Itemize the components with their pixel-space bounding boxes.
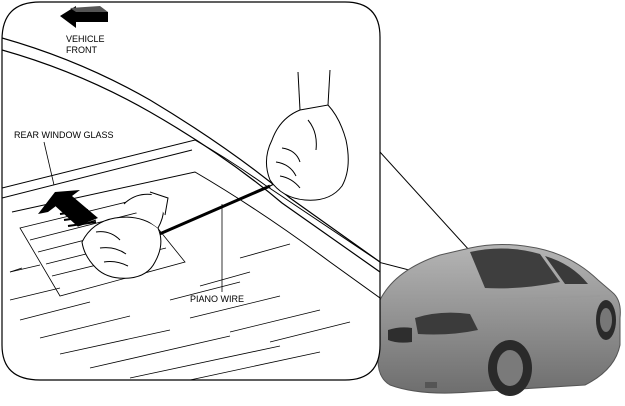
rear-window-glass xyxy=(2,139,380,299)
leader-rear-window-glass xyxy=(43,141,55,186)
label-rear-window-glass: REAR WINDOW GLASS xyxy=(14,130,114,140)
label-piano-wire: PIANO WIRE xyxy=(190,294,244,304)
detail-panel: VEHICLE FRONT REAR WINDOW GLASS PIANO WI… xyxy=(1,1,381,381)
label-vehicle-front-line2: FRONT xyxy=(66,45,97,55)
arrow-left-icon xyxy=(60,6,108,28)
arrow-up-icon xyxy=(38,190,98,227)
vehicle-image xyxy=(377,243,621,396)
roof-edge-lines xyxy=(2,37,380,273)
hand-left xyxy=(81,191,169,279)
defroster-lines xyxy=(9,243,351,380)
hand-right xyxy=(266,69,349,201)
label-vehicle-front-line1: VEHICLE xyxy=(66,34,105,44)
